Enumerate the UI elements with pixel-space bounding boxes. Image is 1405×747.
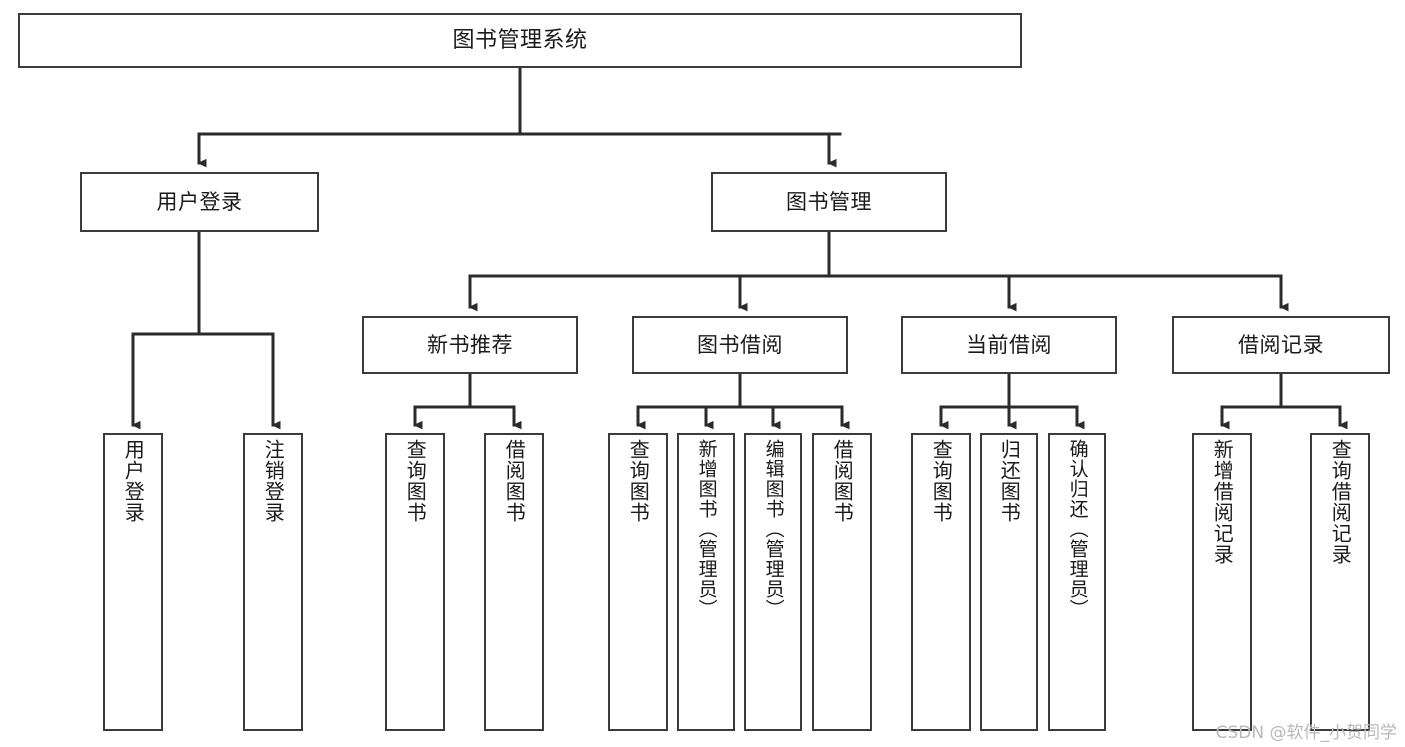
node-leaf-add-book[interactable]: 新增图书（管理员） bbox=[677, 433, 735, 731]
node-label: 查询图书 bbox=[403, 439, 428, 523]
node-new-book-recommend[interactable]: 新书推荐 bbox=[362, 316, 578, 374]
node-leaf-borrow-book-2[interactable]: 借阅图书 bbox=[812, 433, 872, 731]
node-label: 图书管理 bbox=[786, 189, 872, 214]
node-borrow-record[interactable]: 借阅记录 bbox=[1172, 316, 1390, 374]
node-label: 编辑图书（管理员） bbox=[762, 439, 785, 619]
node-label: 新增图书（管理员） bbox=[695, 439, 718, 619]
node-leaf-query-book-1[interactable]: 查询图书 bbox=[385, 433, 445, 731]
node-book-borrow[interactable]: 图书借阅 bbox=[632, 316, 848, 374]
node-leaf-user-login[interactable]: 用户登录 bbox=[103, 433, 163, 731]
node-label: 借阅图书 bbox=[502, 439, 527, 523]
node-label: 新书推荐 bbox=[427, 332, 513, 357]
node-label: 查询借阅记录 bbox=[1328, 439, 1353, 565]
node-label: 图书管理系统 bbox=[452, 27, 588, 53]
node-leaf-user-logout[interactable]: 注销登录 bbox=[243, 433, 303, 731]
node-label: 新增借阅记录 bbox=[1210, 439, 1235, 565]
node-leaf-borrow-book-1[interactable]: 借阅图书 bbox=[484, 433, 544, 731]
node-leaf-edit-book[interactable]: 编辑图书（管理员） bbox=[744, 433, 802, 731]
node-label: 当前借阅 bbox=[966, 332, 1052, 357]
node-leaf-add-record[interactable]: 新增借阅记录 bbox=[1192, 433, 1252, 731]
node-label: 归还图书 bbox=[997, 439, 1022, 523]
node-label: 查询图书 bbox=[626, 439, 651, 523]
watermark-text: CSDN @软件_小贺同学 bbox=[1215, 723, 1397, 743]
node-leaf-query-book-3[interactable]: 查询图书 bbox=[911, 433, 971, 731]
node-leaf-query-record[interactable]: 查询借阅记录 bbox=[1310, 433, 1370, 731]
node-leaf-confirm-return[interactable]: 确认归还（管理员） bbox=[1048, 433, 1106, 731]
node-label: 用户登录 bbox=[156, 189, 243, 214]
node-label: 用户登录 bbox=[121, 439, 146, 523]
node-label: 注销登录 bbox=[261, 439, 286, 523]
node-label: 借阅图书 bbox=[830, 439, 855, 523]
node-label: 查询图书 bbox=[929, 439, 954, 523]
node-book-manage[interactable]: 图书管理 bbox=[711, 172, 947, 232]
node-leaf-return-book[interactable]: 归还图书 bbox=[980, 433, 1038, 731]
node-label: 图书借阅 bbox=[697, 332, 783, 357]
node-label: 确认归还（管理员） bbox=[1066, 439, 1089, 619]
node-user-login[interactable]: 用户登录 bbox=[80, 172, 319, 232]
node-leaf-query-book-2[interactable]: 查询图书 bbox=[608, 433, 668, 731]
node-current-borrow[interactable]: 当前借阅 bbox=[901, 316, 1117, 374]
node-root-system[interactable]: 图书管理系统 bbox=[18, 13, 1022, 68]
node-label: 借阅记录 bbox=[1238, 332, 1324, 357]
